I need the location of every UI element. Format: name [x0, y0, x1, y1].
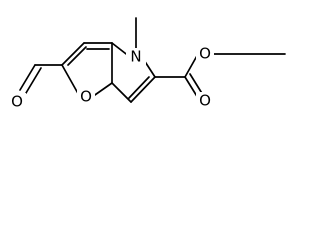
- bond-c5-c6-outer: [130, 76, 156, 103]
- ring-oxygen-bg: [77, 88, 95, 106]
- bond-aldehyde-c-o-b: [25, 67, 42, 94]
- bond-c6-c7a: [111, 82, 132, 103]
- ester-ether-oxygen-bg: [196, 45, 214, 63]
- ring-nitrogen-label: N: [130, 48, 141, 66]
- bond-aldehyde-c-o-a: [19, 64, 36, 91]
- ester-ether-oxygen-label: O: [199, 45, 211, 63]
- aldehyde-oxygen-label: O: [11, 93, 23, 111]
- bond-c7a-o: [91, 82, 113, 98]
- molecule-svg: N O O O O: [8, 17, 286, 111]
- bond-ester-c-o-double-a: [184, 76, 199, 99]
- ring-nitrogen-bg: [126, 48, 146, 66]
- bond-ester-c-o-single: [184, 53, 199, 78]
- ester-carbonyl-oxygen-bg: [196, 92, 214, 110]
- bond-c2-double-inner: [67, 46, 87, 66]
- aldehyde-oxygen-bg: [8, 93, 26, 111]
- bond-c2-c3: [61, 42, 85, 66]
- structure-diagram: N O O O O: [0, 0, 292, 118]
- bond-c5-c6-inner: [128, 76, 150, 99]
- ester-carbonyl-oxygen-label: O: [199, 92, 211, 110]
- bond-ester-c-o-double-b: [189, 73, 204, 96]
- ring-oxygen-label: O: [80, 88, 92, 106]
